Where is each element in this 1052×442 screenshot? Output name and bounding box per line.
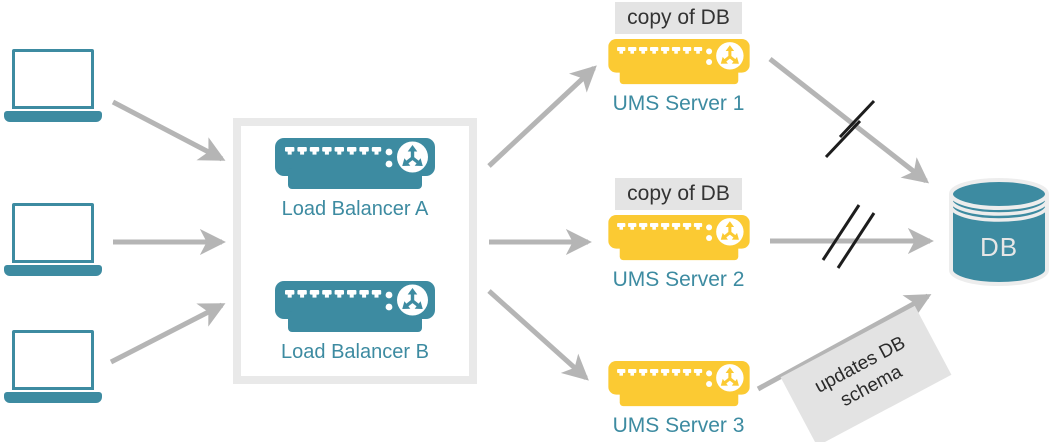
load-balancer-a: Load Balancer A (241, 138, 469, 221)
arrow-ums1-to-db (768, 57, 930, 184)
rack-server-icon (275, 281, 435, 333)
load-balancer-b: Load Balancer B (241, 281, 469, 364)
load-balancer-b-label: Load Balancer B (281, 341, 429, 363)
load-balancer-group-box: Load Balancer A Load Balancer B (233, 118, 477, 384)
rack-server-icon (608, 361, 750, 407)
laptop-screen (12, 49, 94, 109)
laptop-base (4, 392, 102, 403)
broken-link-slash-icon (836, 212, 876, 269)
ums-server-2: copy of DB UMS Server 2 (596, 178, 761, 292)
ums-server-3-label: UMS Server 3 (612, 414, 745, 437)
client-laptop-3 (4, 330, 102, 404)
rack-server-icon (608, 39, 750, 85)
client-laptop-1 (4, 49, 102, 123)
laptop-base (4, 265, 102, 276)
copy-of-db-badge: copy of DB (615, 2, 742, 34)
arrow-loadbalancers-to-ums1 (487, 65, 597, 168)
database-cylinder-icon (949, 178, 1049, 286)
client-laptop-2 (4, 203, 102, 277)
ums-server-3: UMS Server 3 (596, 361, 761, 438)
broken-link-slash-icon (824, 119, 862, 159)
ums-server-1-label: UMS Server 1 (612, 92, 745, 115)
load-balancer-a-label: Load Balancer A (281, 198, 429, 220)
broken-link-slash-icon (821, 204, 861, 261)
database-label: DB (979, 232, 1019, 262)
broken-link-slash-icon (838, 99, 876, 139)
ums-server-1: copy of DB UMS Server 1 (596, 2, 761, 116)
laptop-screen (12, 203, 94, 263)
arrow-client3-to-loadbalancers (109, 302, 226, 365)
laptop-base (4, 111, 102, 122)
arrow-loadbalancers-to-ums3 (487, 289, 589, 381)
database-node: DB (946, 176, 1052, 288)
ums-server-2-label: UMS Server 2 (612, 268, 745, 291)
arrow-client1-to-loadbalancers (111, 99, 226, 162)
laptop-screen (12, 330, 94, 390)
rack-server-icon (275, 138, 435, 190)
rack-server-icon (608, 215, 750, 261)
copy-of-db-badge: copy of DB (615, 178, 742, 210)
